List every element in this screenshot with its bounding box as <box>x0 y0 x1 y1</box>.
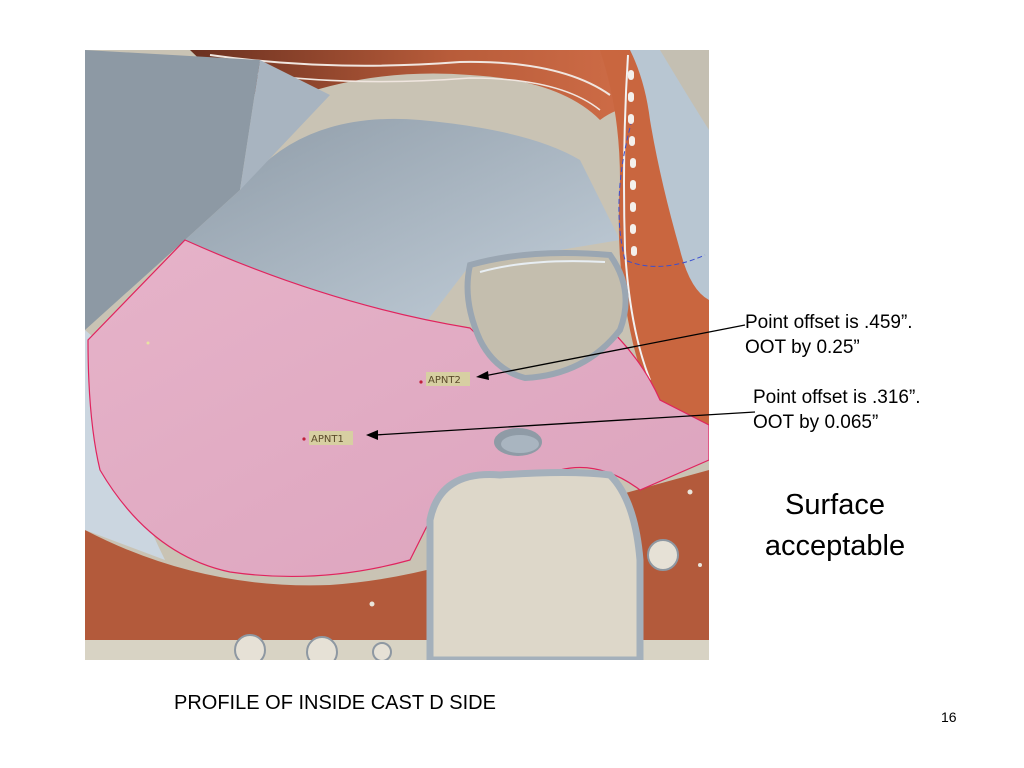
callout-2: Point offset is .316”. OOT by 0.065” <box>753 385 921 435</box>
dashed-guide <box>618 119 706 267</box>
upper-steel-surface <box>185 118 620 330</box>
callout-arrow-1 <box>483 324 746 377</box>
callout-arrowhead-2 <box>366 430 378 440</box>
apnt2-label: APNT2 <box>428 375 461 386</box>
top-copper-band <box>209 54 611 96</box>
callout-1: Point offset is .459”. OOT by 0.25” <box>745 310 913 360</box>
cad-model: APNT2 APNT1 <box>85 50 709 660</box>
apnt1-tag <box>309 431 353 445</box>
left-steel-wall <box>85 50 260 330</box>
callout-arrow-2 <box>374 411 756 436</box>
channel-edge-line <box>623 54 651 381</box>
callout-1-line2: OOT by 0.25” <box>745 337 860 358</box>
steel-wedge <box>240 60 330 190</box>
callout-arrowhead-1 <box>476 371 489 380</box>
marker-dot-left <box>146 341 150 345</box>
channel-slots <box>628 70 637 256</box>
callout-2-line2: OOT by 0.065” <box>753 412 879 433</box>
copper-holes <box>234 539 679 660</box>
upper-cutout-rim <box>479 260 606 273</box>
callout-2-line1: Point offset is .316”. <box>753 387 921 408</box>
right-gray-corner <box>660 50 709 130</box>
lower-cutout <box>426 469 644 660</box>
page-number: 16 <box>941 709 957 725</box>
callout-1-line1: Point offset is .459”. <box>745 312 913 333</box>
summary-line1: Surface <box>785 489 885 521</box>
top-copper-flange <box>190 50 709 120</box>
upper-cutout <box>464 250 629 382</box>
apnt2-marker <box>419 380 423 384</box>
right-steel-channel <box>630 50 709 300</box>
copper-pinholes <box>369 489 702 607</box>
summary-text: Surface acceptable <box>740 485 930 567</box>
oval-hole-inner <box>501 435 539 453</box>
apnt2-tag <box>426 372 470 386</box>
apnt1-label: APNT1 <box>311 434 344 445</box>
apnt1-marker <box>302 437 306 441</box>
slide-caption: PROFILE OF INSIDE CAST D SIDE <box>174 692 496 714</box>
summary-line2: acceptable <box>764 530 906 562</box>
